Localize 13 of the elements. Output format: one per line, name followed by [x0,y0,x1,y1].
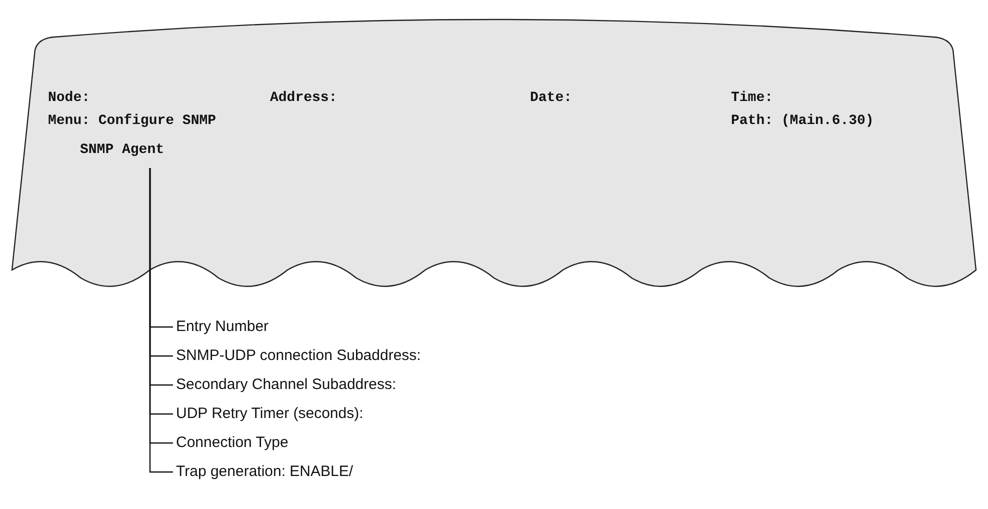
menu-option: UDP Retry Timer (seconds): [176,405,364,423]
field-label: Node: [48,90,90,106]
field-label: Time: [731,90,774,106]
menu-option: SNMP-UDP connection Subaddress: [176,347,421,365]
field-label: Address: [270,90,338,106]
field-label: Date: [530,90,572,106]
menu-option: Trap generation: ENABLE/ [176,463,354,481]
menu-option: Connection Type [176,434,288,452]
menu-option: Entry Number [176,318,269,336]
path-label: Path: (Main.6.30) [731,113,874,129]
menu-title: Menu: Configure SNMP [48,113,216,129]
menu-option: Secondary Channel Subaddress: [176,376,396,394]
menu-heading: SNMP Agent [80,142,164,160]
